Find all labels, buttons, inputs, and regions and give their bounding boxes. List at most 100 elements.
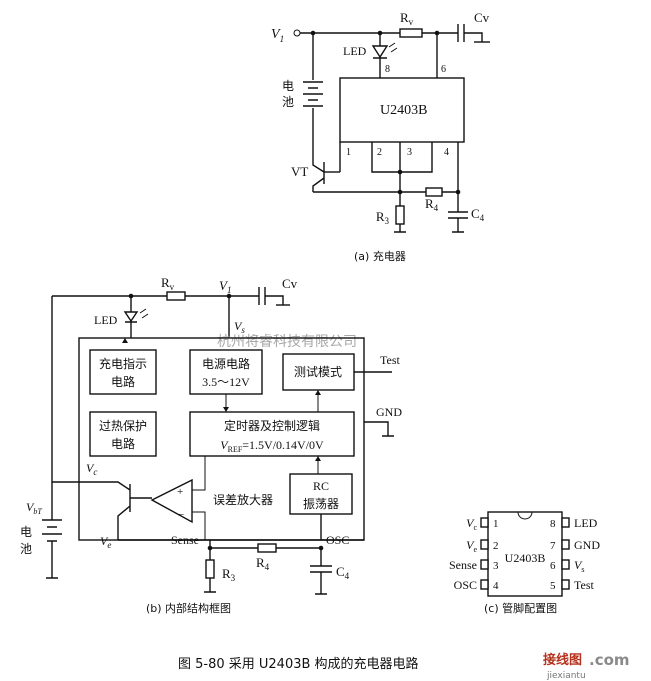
watermark: 杭州将睿科技有限公司 bbox=[217, 334, 357, 350]
vref-label: VREF=1.5V/0.14V/0V bbox=[220, 438, 324, 454]
b-r4-resistor bbox=[257, 543, 277, 553]
figure-caption: 图 5-80 采用 U2403B 构成的充电器电路 bbox=[178, 656, 419, 672]
pin-lead bbox=[480, 559, 489, 570]
ic-label: U2403B bbox=[380, 103, 427, 118]
svg-text:4: 4 bbox=[444, 147, 449, 158]
pin-lead bbox=[480, 517, 489, 528]
vs-label: Vs bbox=[234, 319, 245, 335]
svg-text:池: 池 bbox=[20, 542, 32, 556]
pin1-notch-icon bbox=[517, 511, 533, 520]
pin-lead bbox=[480, 579, 489, 590]
b-battery bbox=[42, 519, 62, 542]
svg-text:RC: RC bbox=[313, 479, 329, 493]
pin-lead bbox=[561, 539, 570, 550]
b-led-label: LED bbox=[94, 313, 118, 327]
b-output-transistor bbox=[52, 481, 131, 540]
block-rc-oscillator bbox=[289, 473, 353, 515]
svg-text:池: 池 bbox=[282, 95, 294, 109]
a-battery bbox=[303, 81, 323, 107]
pin-label: Test bbox=[574, 578, 594, 592]
b-cv-label: Cv bbox=[282, 276, 298, 291]
a-c4-label: C4 bbox=[471, 206, 485, 223]
svg-text:振荡器: 振荡器 bbox=[303, 497, 339, 511]
pin-number: 1 bbox=[493, 518, 499, 530]
svg-text:过热保护: 过热保护 bbox=[99, 419, 147, 433]
pin-4: 4 OSC bbox=[454, 578, 499, 592]
vt-transistor bbox=[312, 150, 325, 192]
a-r4-resistor bbox=[425, 187, 443, 197]
logo-url: jiexiantu bbox=[546, 671, 586, 681]
pin-label: GND bbox=[574, 538, 600, 552]
svg-text:6: 6 bbox=[441, 64, 446, 75]
led-arrows-icon bbox=[388, 42, 398, 53]
block-timer-logic bbox=[189, 411, 355, 457]
pin-number: 6 bbox=[550, 560, 556, 572]
vc-label: Vc bbox=[86, 461, 97, 477]
b-cv-capacitor bbox=[258, 287, 266, 305]
svg-text:电路: 电路 bbox=[111, 374, 135, 389]
led-label: LED bbox=[343, 44, 367, 58]
b-c4-label: C4 bbox=[336, 564, 350, 581]
pin-5: 5 Test bbox=[550, 578, 594, 592]
pin-number: 5 bbox=[550, 580, 556, 592]
led-diode bbox=[371, 45, 389, 59]
svg-text:+: + bbox=[177, 486, 183, 498]
svg-text:电: 电 bbox=[282, 79, 294, 93]
cv-capacitor bbox=[457, 24, 483, 42]
logo-text: 接线图 bbox=[543, 652, 582, 668]
vt-label: VT bbox=[291, 164, 308, 179]
svg-text:电: 电 bbox=[20, 525, 32, 539]
pin-6: 6 Vs bbox=[550, 558, 584, 574]
b-top-wire bbox=[52, 295, 284, 305]
site-logo: 接线图 .com jiexiantu bbox=[543, 651, 630, 681]
gnd-label: GND bbox=[376, 405, 402, 419]
pin-1: 1 Vc bbox=[466, 516, 498, 532]
b-c4-capacitor bbox=[310, 548, 332, 595]
svg-text:3: 3 bbox=[407, 147, 412, 158]
pin-lead bbox=[561, 559, 570, 570]
pin-label: OSC bbox=[454, 578, 477, 592]
v1-label: V1 bbox=[271, 27, 284, 44]
svg-text:3.5～12V: 3.5～12V bbox=[202, 375, 250, 389]
pin-number: 4 bbox=[493, 580, 499, 592]
pinout-ic-label: U2403B bbox=[505, 551, 546, 565]
svg-text:充电指示: 充电指示 bbox=[99, 356, 147, 371]
b-led-diode bbox=[123, 311, 139, 323]
block-power-supply bbox=[189, 349, 263, 395]
b-v1-label: V1 bbox=[219, 278, 231, 295]
a-r4-label: R4 bbox=[425, 196, 439, 213]
pin-lead bbox=[561, 579, 570, 590]
svg-text:电路: 电路 bbox=[111, 436, 135, 451]
pin-label: LED bbox=[574, 516, 598, 530]
b-r3-label: R3 bbox=[222, 566, 236, 583]
test-label: Test bbox=[380, 353, 400, 367]
circuit-a: V1 Rv Cv LED 8 6 U2403B 1 2 3 4 电 池 bbox=[271, 10, 490, 263]
pin-number: 2 bbox=[493, 540, 499, 552]
vbt-label: VbT bbox=[26, 500, 42, 516]
b-r4-label: R4 bbox=[256, 555, 270, 572]
svg-text:测试模式: 测试模式 bbox=[294, 364, 342, 379]
b-r3-resistor bbox=[205, 559, 215, 579]
a-r3-label: R3 bbox=[376, 209, 390, 226]
pin-label: Vc bbox=[466, 516, 477, 532]
b-rv-resistor bbox=[166, 291, 186, 301]
pin-label: Sense bbox=[449, 558, 477, 572]
amp-label: 误差放大器 bbox=[213, 492, 273, 507]
block-overheat-protection bbox=[89, 411, 157, 457]
error-amplifier bbox=[150, 478, 193, 524]
block-charge-indicator bbox=[89, 349, 157, 395]
pinout-ic-body bbox=[487, 511, 563, 597]
caption-b: (b) 内部结构框图 bbox=[146, 601, 231, 615]
svg-text:电源电路: 电源电路 bbox=[202, 356, 250, 371]
svg-text:8: 8 bbox=[385, 64, 390, 75]
svg-text:−: − bbox=[178, 509, 184, 521]
rv-resistor bbox=[399, 28, 423, 38]
pin-label: Vs bbox=[574, 558, 584, 574]
pin-lead bbox=[480, 539, 489, 550]
